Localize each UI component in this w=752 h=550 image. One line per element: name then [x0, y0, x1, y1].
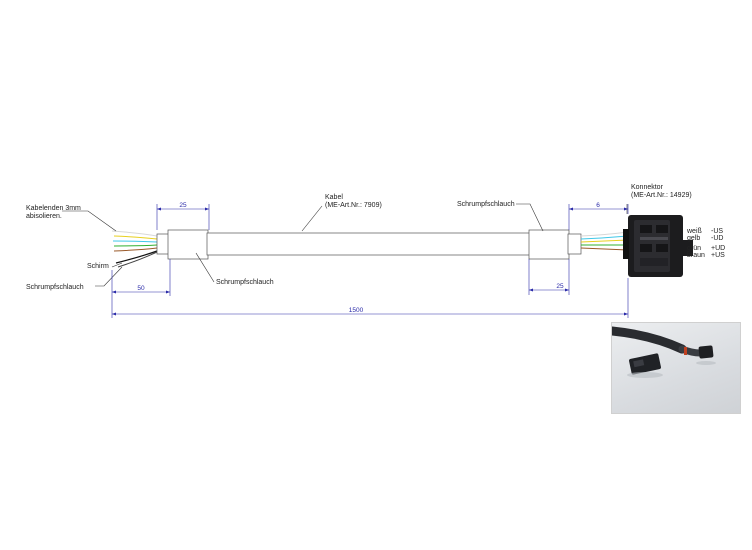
- pin-color-4: braun: [687, 252, 705, 259]
- left-wire-ends: [111, 230, 158, 268]
- pin-signal-1: -US: [711, 228, 723, 235]
- right-heatshrink: [528, 229, 570, 260]
- dim-strip-left: 50: [137, 285, 145, 292]
- label-heatshrink-left: Schrumpfschlauch: [26, 284, 84, 291]
- label-connector-2: (ME-Art.Nr.: 14929): [631, 192, 692, 199]
- left-heatshrink: [167, 229, 209, 260]
- pinout-table: weiß -US gelb -UD grün +UD braun +US: [686, 228, 725, 259]
- dim-left-heatshrink: 25: [179, 202, 187, 209]
- label-cable-1: Kabel: [325, 194, 343, 201]
- pin-signal-2: -UD: [711, 235, 723, 242]
- pin-color-3: grün: [687, 245, 701, 252]
- pin-color-1: weiß: [686, 228, 702, 235]
- right-wire-ends: [580, 231, 629, 251]
- main-cable: [206, 232, 531, 256]
- label-heatshrink-middle: Schrumpfschlauch: [216, 279, 274, 286]
- pin-signal-4: +US: [711, 252, 725, 259]
- label-shield: Schirm: [87, 263, 109, 270]
- label-cable-2: (ME-Art.Nr.: 7909): [325, 202, 382, 209]
- left-cable-stub: [156, 233, 170, 255]
- pin-signal-3: +UD: [711, 245, 725, 252]
- dimension-lines: [111, 204, 629, 318]
- product-photo: [611, 322, 741, 414]
- pin-color-2: gelb: [687, 235, 700, 242]
- dim-right-heatshrink: 25: [556, 283, 564, 290]
- label-connector-1: Konnektor: [631, 184, 664, 191]
- right-cable-stub: [567, 233, 582, 255]
- label-cable-ends-2: abisolieren.: [26, 213, 62, 220]
- label-heatshrink-right: Schrumpfschlauch: [457, 201, 515, 208]
- dimension-arrows: [112, 207, 628, 316]
- connector: [623, 215, 693, 277]
- label-cable-ends-1: Kabelenden 3mm: [26, 205, 81, 212]
- dim-strip-right: 6: [596, 202, 600, 209]
- product-photo-illustration: [612, 326, 716, 378]
- dim-total-length: 1500: [349, 307, 364, 314]
